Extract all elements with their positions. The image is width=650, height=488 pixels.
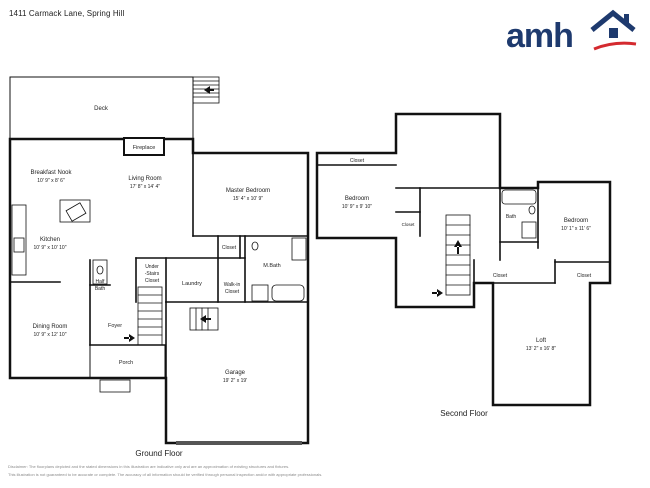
bath-2-label: Bath [506,214,517,220]
second-bath-fixtures [501,189,537,239]
loft-dims: 13' 2" x 16' 8" [526,346,556,352]
second-landing-arrow-icon [432,289,443,297]
mbath-label: M.Bath [263,263,280,269]
second-interior-walls [316,164,611,284]
laundry-label: Laundry [182,281,202,287]
closet-2a-label: Closet [350,158,365,164]
fireplace-label: Fireplace [133,145,156,151]
master-bedroom-dims: 15' 4" x 10' 9" [233,196,263,202]
second-stair-arrow-icon [454,240,462,254]
bedroom-2a-label: Bedroom [345,196,369,202]
kitchen-dims: 10' 9" x 10' 10" [34,245,67,251]
bedroom-2b-dims: 10' 1" x 11' 6" [561,226,591,232]
foyer-label: Foyer [108,323,122,329]
ground-floor-label: Ground Floor [135,449,182,458]
closet-ground-label: Closet [222,245,237,251]
breakfast-nook-dims: 10' 9" x 8' 6" [37,178,65,184]
dining-room-dims: 10' 9" x 12' 10" [34,332,67,338]
porch-steps [99,379,131,393]
dining-room-label: Dining Room [33,324,68,330]
porch-outline [89,344,166,379]
swoosh-icon [593,41,637,51]
deck-label: Deck [94,106,109,112]
loft-label: Loft [536,338,546,344]
kitchen-counters [11,199,108,285]
deck-stair-arrow-icon [204,86,214,94]
disclaimer-line-2: This illustration is not guaranteed to b… [8,472,323,477]
bedroom-2a-dims: 10' 9" x 9' 10" [342,204,372,210]
walkin-label-1: Walk-in [224,282,241,288]
bedroom-2b-label: Bedroom [564,218,588,224]
stair-arrows [124,86,462,342]
breakfast-nook-label: Breakfast Nook [30,170,72,176]
amh-logo: amh [506,9,637,52]
walkin-label-2: Closet [225,289,240,295]
second-exterior-wall [315,112,612,407]
amh-logo-text: amh [506,17,573,52]
ground-stair-arrow-icon [124,334,135,342]
second-floor-label: Second Floor [440,409,488,418]
chimney-icon [624,14,629,24]
roof-icon [590,9,636,32]
house-window-icon [609,28,618,38]
master-bedroom-label: Master Bedroom [226,188,270,194]
under-stairs-label-3: Closet [145,278,160,284]
under-stairs-label-2: -Stairs [145,271,160,277]
garage-stair-arrow-icon [200,315,211,323]
under-stairs-label-1: Under [145,264,159,270]
porch-label: Porch [119,360,133,366]
half-bath-label-1: Half [96,279,106,285]
address-label: 1411 Carmack Lane, Spring Hill [9,9,125,18]
fireplace-box [123,137,165,156]
garage-dims: 19' 2" x 19' [223,378,247,384]
second-stairs [445,214,471,296]
mbath-fixtures [96,237,307,302]
garage-label: Garage [225,370,246,376]
living-room-dims: 17' 8" x 14' 4" [130,184,160,190]
closet-2b-label: Closet [402,222,416,227]
disclaimer-line-1: Disclaimer: The floorplans depicted and … [8,464,290,469]
kitchen-label: Kitchen [40,237,60,243]
living-room-label: Living Room [128,176,161,182]
half-bath-label-2: Bath [95,286,106,292]
closet-2d-label: Closet [577,273,592,279]
closet-2c-label: Closet [493,273,508,279]
